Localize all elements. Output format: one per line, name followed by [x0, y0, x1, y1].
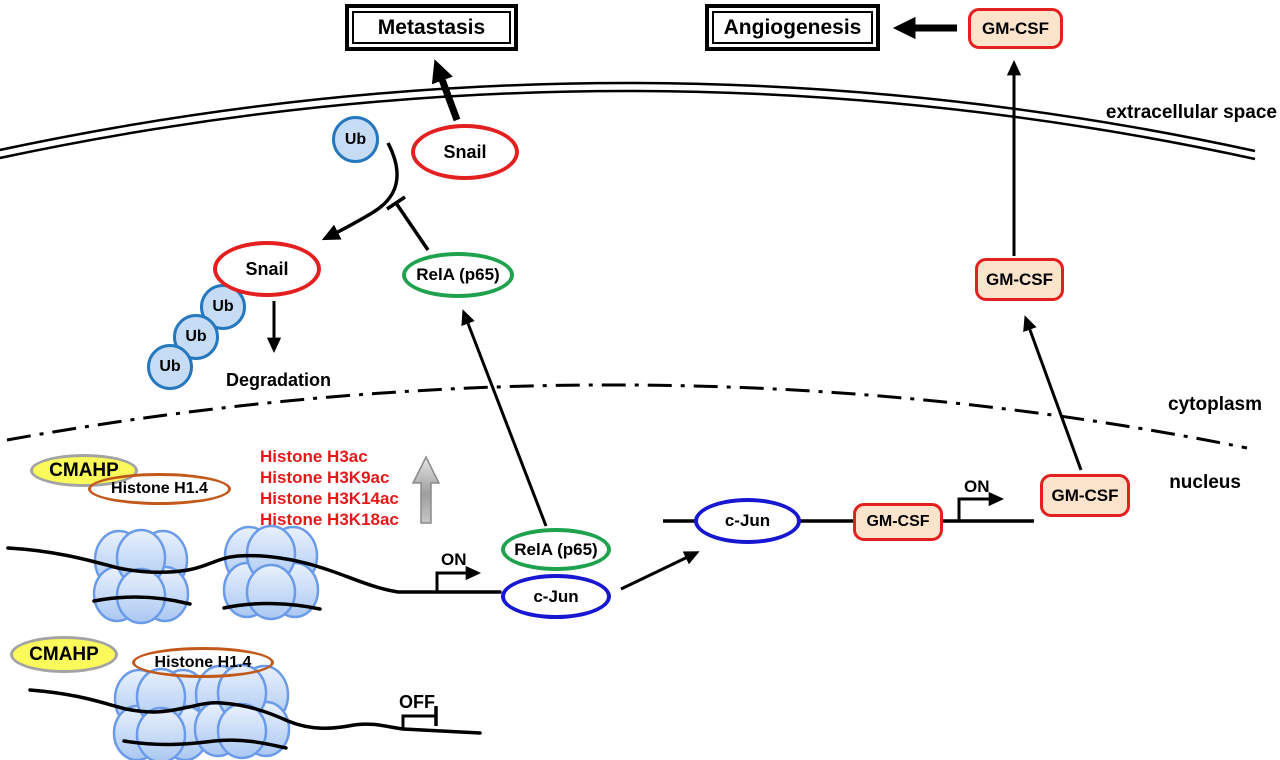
histone-mark: Histone H3K14ac — [260, 489, 399, 508]
histone-mark: Histone H3ac — [260, 447, 368, 466]
dna-wrap-open-1 — [92, 595, 192, 606]
cytoplasm-label: cytoplasm — [1168, 394, 1262, 415]
cjun-gene-oval: c-Jun — [694, 498, 801, 544]
rela-inhibition-line — [394, 202, 430, 251]
dna-wrap-open-2 — [222, 601, 322, 611]
rela-inhibition-bar — [386, 195, 406, 211]
snail-ubiquitinated-oval: Snail — [213, 241, 321, 297]
metastasis-arrow — [431, 59, 461, 122]
snail-membrane-oval: Snail — [411, 124, 519, 180]
dna-line-open — [6, 546, 502, 594]
gmcsf-secreted-box: GM-CSF — [968, 8, 1063, 49]
promoter-off-line — [401, 714, 436, 729]
angiogenesis-box: Angiogenesis — [705, 4, 880, 51]
nuclear-envelope-line — [6, 383, 1248, 450]
extracellular-space-label: extracellular space — [1105, 102, 1277, 123]
histone-marks-list: Histone H3ac Histone H3K9ac Histone H3K1… — [260, 446, 399, 530]
histone-h14-oval-inactive: Histone H1.4 — [132, 647, 274, 678]
gmcsf-nucleus-box: GM-CSF — [1040, 474, 1130, 517]
gmcsf-nuclear-export-arrow — [1023, 315, 1083, 471]
cmahp-oval-active: CMAHP — [30, 454, 138, 487]
histone-h14-oval-active: Histone H1.4 — [88, 473, 231, 505]
plasma-membrane-outer-line — [0, 81, 1256, 153]
dna-line-closed — [28, 688, 482, 735]
on-label-left: ON — [441, 550, 467, 569]
cjun-nucleus-oval: c-Jun — [501, 574, 611, 619]
nucleus-label: nucleus — [1169, 472, 1241, 493]
gmcsf-gene-box: GM-CSF — [853, 503, 943, 541]
ub-circle: Ub — [147, 344, 193, 390]
cjun-to-gene-arrow — [620, 551, 700, 591]
off-label: OFF — [399, 692, 435, 712]
cmahp-oval-inactive: CMAHP — [10, 636, 118, 673]
nucleosome — [112, 667, 210, 760]
rela-nuclear-export-arrow — [461, 309, 548, 527]
up-arrow-icon — [411, 455, 441, 524]
ub-circle: Ub — [173, 314, 219, 360]
histone-mark: Histone H3K18ac — [260, 510, 399, 529]
rela-nucleus-oval: RelA (p65) — [501, 528, 611, 571]
promoter-on-arrow-right — [957, 491, 1005, 520]
angiogenesis-label: Angiogenesis — [712, 11, 873, 44]
gmcsf-cytoplasm-box: GM-CSF — [975, 258, 1064, 301]
rela-cytoplasm-oval: RelA (p65) — [402, 252, 514, 298]
dna-wrap-closed — [122, 738, 288, 750]
ub-circle: Ub — [332, 116, 379, 163]
snail-ubiquitination-arrow — [321, 142, 399, 241]
promoter-on-arrow-left — [435, 565, 482, 592]
histone-mark: Histone H3K9ac — [260, 468, 390, 487]
nucleosome — [92, 528, 190, 625]
plasma-membrane-inner-line — [0, 89, 1256, 161]
metastasis-label: Metastasis — [352, 11, 511, 44]
metastasis-box: Metastasis — [345, 4, 518, 51]
degradation-label: Degradation — [226, 370, 332, 390]
on-label-right: ON — [964, 477, 990, 496]
